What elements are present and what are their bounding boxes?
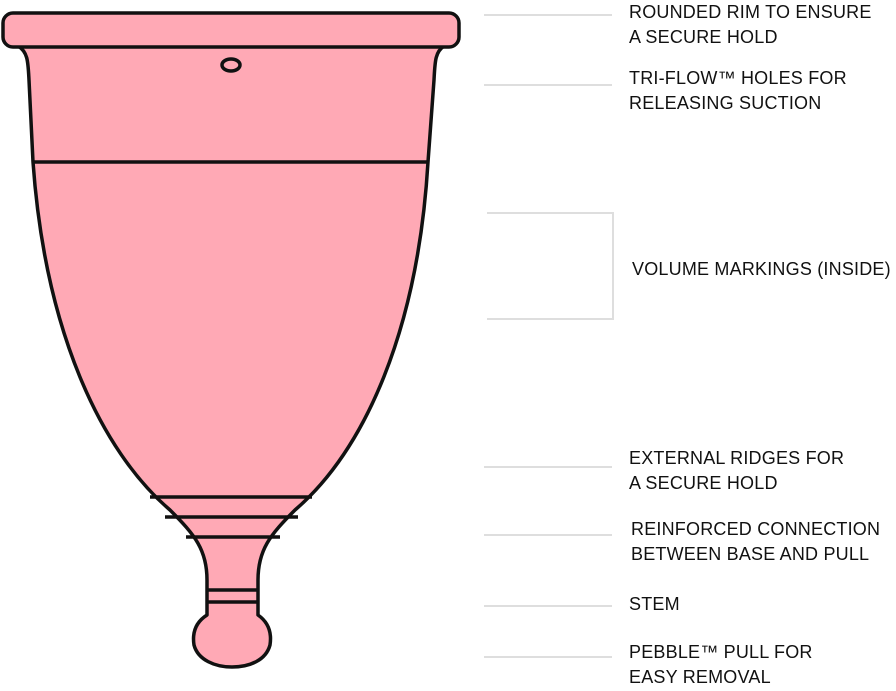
leader-line-rim: [484, 14, 612, 16]
label-line: REINFORCED CONNECTION: [631, 519, 881, 539]
label-line: BETWEEN BASE AND PULL: [631, 544, 870, 564]
label-line: EXTERNAL RIDGES FOR: [629, 448, 845, 468]
label-line: VOLUME MARKINGS (INSIDE): [632, 259, 891, 279]
label-line: PEBBLE™ PULL FOR: [629, 642, 813, 662]
rounded-rim: [1, 11, 461, 49]
tri-flow-hole: [220, 57, 242, 73]
volume-bracket: [487, 212, 614, 320]
label-rim: ROUNDED RIM TO ENSURE A SECURE HOLD: [629, 0, 872, 50]
label-volume: VOLUME MARKINGS (INSIDE): [632, 257, 891, 282]
label-pull: PEBBLE™ PULL FOR EASY REMOVAL: [629, 640, 813, 690]
leader-line-connection: [484, 534, 612, 536]
leader-line-holes: [484, 84, 612, 86]
label-ridges: EXTERNAL RIDGES FOR A SECURE HOLD: [629, 446, 844, 496]
leader-line-stem: [484, 605, 612, 607]
menstrual-cup-illustration: [1, 11, 461, 669]
label-line: RELEASING SUCTION: [629, 93, 822, 113]
leader-line-pull: [484, 656, 612, 658]
label-line: TRI-FLOW™ HOLES FOR: [629, 68, 847, 88]
label-holes: TRI-FLOW™ HOLES FOR RELEASING SUCTION: [629, 66, 847, 116]
label-stem: STEM: [629, 592, 680, 617]
label-line: A SECURE HOLD: [629, 27, 778, 47]
label-line: STEM: [629, 594, 680, 614]
label-line: ROUNDED RIM TO ENSURE: [629, 2, 872, 22]
leader-line-ridges: [484, 466, 612, 468]
label-connection: REINFORCED CONNECTION BETWEEN BASE AND P…: [631, 517, 880, 567]
cup-body: [16, 44, 446, 669]
label-line: EASY REMOVAL: [629, 667, 771, 687]
label-line: A SECURE HOLD: [629, 473, 778, 493]
